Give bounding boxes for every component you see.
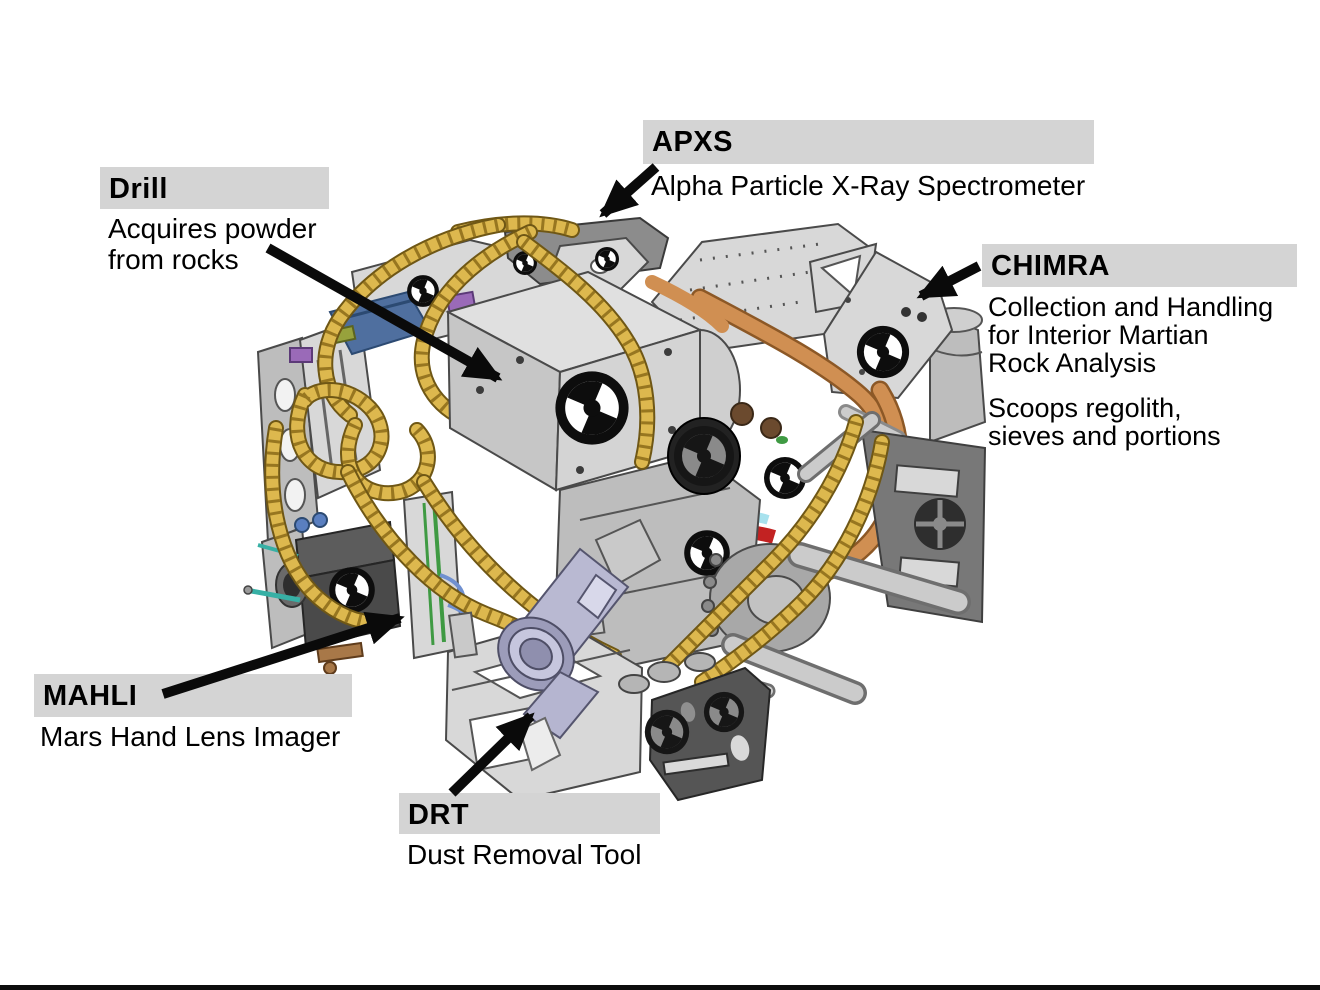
drill-label: Drill (100, 167, 329, 209)
apxs-description: Alpha Particle X-Ray Spectrometer (651, 170, 1086, 201)
mahli-label: MAHLI (34, 674, 352, 717)
drt-cylinder (497, 518, 662, 772)
chimra-description: Collection and Handling for Interior Mar… (988, 292, 1274, 378)
chimra-description-2: Scoops regolith, sieves and portions (988, 393, 1221, 451)
drt-label: DRT (399, 793, 660, 834)
footer-bar (0, 985, 1320, 990)
drt-description: Dust Removal Tool (407, 839, 642, 870)
apxs-label: APXS (643, 120, 1094, 164)
chimra-label: CHIMRA (982, 244, 1297, 287)
drill-description: Acquires powder from rocks (108, 213, 317, 275)
mahli-description: Mars Hand Lens Imager (40, 721, 341, 752)
bottom-bracket (618, 652, 772, 802)
